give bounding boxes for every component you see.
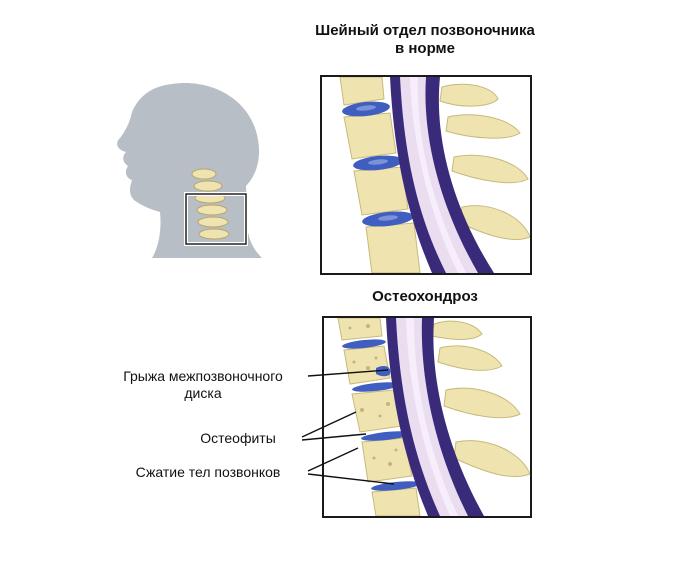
osteophytes-label: Остеофиты <box>200 430 276 446</box>
osteo-title: Остеохондроз <box>372 288 478 305</box>
hernia-label-line1: Грыжа межпозвоночного <box>123 368 283 384</box>
thinned-discs <box>342 339 421 491</box>
head-silhouette <box>117 83 262 259</box>
normal-title: Шейный отдел позвоночника в норме <box>290 22 560 58</box>
disc-hernia <box>376 366 391 377</box>
compression-label: Сжатие тел позвонков <box>135 464 281 480</box>
hernia-label-line2: диска <box>184 385 222 401</box>
hernia-label: Грыжа межпозвоночного диска <box>96 368 310 402</box>
normal-spine-panel <box>320 75 532 275</box>
normal-title-line1: Шейный отдел позвоночника <box>315 22 535 39</box>
osteo-spine-panel <box>322 316 532 518</box>
vertebral-bodies <box>339 77 421 273</box>
normal-title-line2: в норме <box>394 40 455 57</box>
neck-vertebrae-mini <box>191 168 230 240</box>
spinous-processes <box>439 83 530 241</box>
spinous-processes <box>431 320 530 478</box>
head-illustration <box>112 82 272 262</box>
